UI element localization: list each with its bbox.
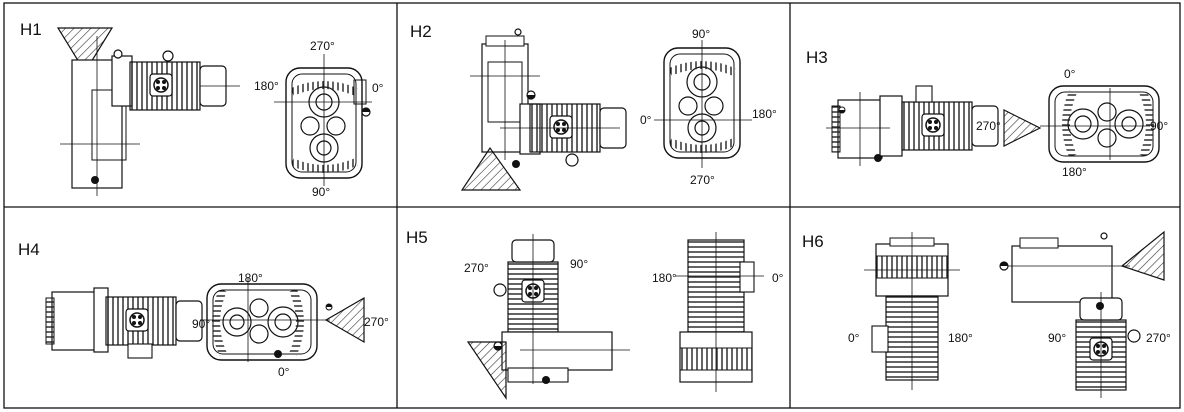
h5-angle-b: 90° [570, 257, 588, 271]
h3-angle-top: 0° [1064, 67, 1076, 81]
cell-h2-drawing [460, 28, 752, 191]
cell-label-h1: H1 [20, 20, 42, 39]
h5-angle-a: 270° [464, 261, 489, 275]
h6-angle-c: 90° [1048, 331, 1066, 345]
h2-angle-left: 0° [640, 113, 652, 127]
cell-h5-drawing [466, 232, 764, 400]
grid-frame [3, 2, 1181, 409]
h4-angle-bottom: 0° [278, 365, 290, 379]
h2-angle-right: 180° [752, 107, 777, 121]
cell-label-h4: H4 [18, 240, 40, 259]
cell-h3-drawing [826, 86, 1159, 166]
cell-h4-drawing [45, 278, 365, 362]
h1-angle-left: 180° [254, 79, 279, 93]
h1-angle-right: 0° [372, 81, 384, 95]
h2-angle-top: 90° [692, 27, 710, 41]
h5-angle-c: 180° [652, 271, 677, 285]
angle-labels: 270° 180° 0° 90° 90° 0° 180° 270° 0° 270… [192, 27, 1171, 379]
cell-label-h6: H6 [802, 232, 824, 251]
cell-label-h2: H2 [410, 22, 432, 41]
h6-angle-b: 180° [948, 331, 973, 345]
h2-angle-bottom: 270° [690, 173, 715, 187]
h3-angle-bottom: 180° [1062, 165, 1087, 179]
h1-angle-top: 270° [310, 39, 335, 53]
h4-angle-right: 270° [364, 315, 389, 329]
cell-h1-drawing [56, 27, 372, 196]
h4-angle-top: 180° [238, 271, 263, 285]
h6-angle-a: 0° [848, 331, 860, 345]
h3-angle-left: 270° [976, 119, 1001, 133]
h4-angle-left: 90° [192, 317, 210, 331]
cell-label-h3: H3 [806, 48, 828, 67]
h3-angle-right: 90° [1150, 119, 1168, 133]
h1-angle-bottom: 90° [312, 185, 330, 199]
cell-h6-drawing [864, 230, 1165, 398]
h6-angle-d: 270° [1146, 331, 1171, 345]
h5-angle-d: 0° [772, 271, 784, 285]
cell-label-h5: H5 [406, 228, 428, 247]
